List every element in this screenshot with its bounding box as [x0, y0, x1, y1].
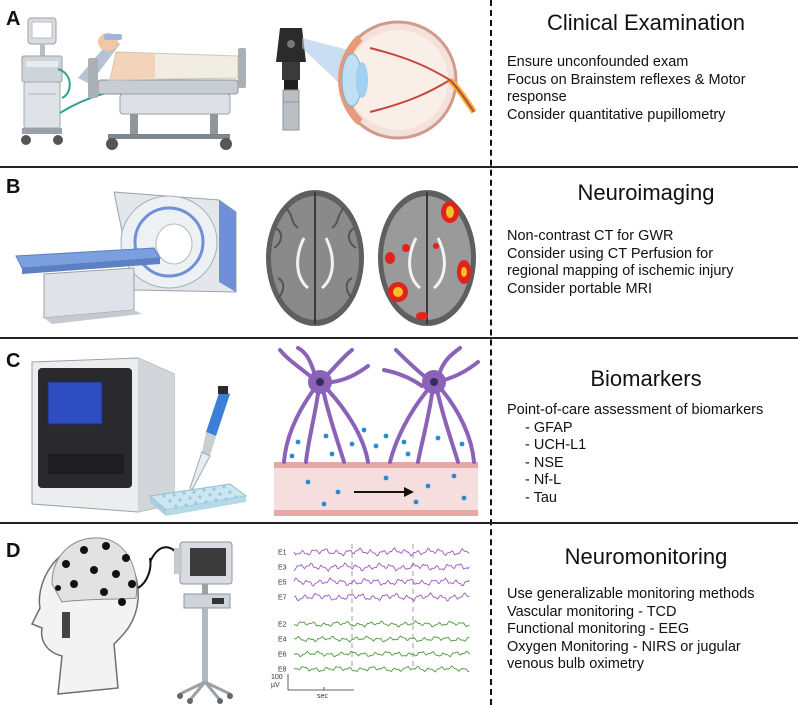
biomarker-item: - NSE — [525, 454, 564, 471]
eeg-trace — [293, 620, 470, 628]
text-line: Consider quantitative pupillometry — [507, 106, 726, 123]
well-plate-icon — [148, 483, 248, 516]
eeg-trace — [293, 561, 470, 572]
eye-cross-section-icon — [302, 20, 477, 140]
panel-letter: D — [6, 540, 21, 562]
eeg-trace — [293, 650, 470, 658]
text-line: Oxygen Monitoring - NIRS or jugular — [507, 638, 741, 655]
eeg-time-unit: sec — [317, 693, 328, 700]
biomarker-item: - Tau — [525, 489, 557, 506]
text-line: Consider portable MRI — [507, 280, 653, 297]
biomarker-item: - UCH-L1 — [525, 437, 587, 453]
eeg-trace — [293, 635, 470, 643]
eeg-channel-label: E7 — [278, 595, 287, 602]
text-line: Consider using CT Perfusion for — [507, 245, 714, 262]
panel-title: Biomarkers — [590, 366, 702, 391]
brain-axial-slice-lesions-icon — [378, 190, 476, 326]
monitor-stand-icon — [149, 541, 233, 704]
panel-text: Non-contrast CT for GWR Consider using C… — [507, 228, 733, 298]
vertical-divider — [490, 0, 492, 705]
text-line: Point-of-care assessment of biomarkers — [507, 402, 764, 418]
panel-letter: B — [6, 176, 21, 198]
eeg-channel-label: E5 — [278, 580, 287, 587]
text-line: Ensure unconfounded exam — [507, 54, 689, 70]
ct-scanner-icon — [15, 191, 237, 324]
panel-title: Clinical Examination — [546, 10, 746, 35]
eeg-channel-label: E1 — [278, 550, 287, 557]
text-line: venous bulb oximetry — [507, 656, 645, 672]
eeg-trace — [293, 547, 470, 557]
text-line: Functional monitoring - EEG — [507, 621, 690, 637]
panel-separator — [0, 522, 798, 524]
eeg-channel-label: E6 — [278, 652, 287, 659]
eeg-channel-label: E4 — [278, 637, 287, 644]
eeg-channel-label: E2 — [278, 622, 287, 629]
text-line: Non-contrast CT for GWR — [507, 228, 674, 244]
astrocyte-vessel-icon — [274, 346, 480, 516]
brain-axial-slice-icon — [266, 190, 364, 326]
eeg-trace — [293, 577, 470, 587]
panel-separator — [0, 337, 798, 339]
panel-text: Point-of-care assessment of biomarkers -… — [507, 402, 763, 507]
panel-text: Use generalizable monitoring methods Vas… — [507, 586, 754, 674]
hospital-bed-patient-icon — [59, 33, 246, 150]
biomarker-item: - GFAP — [525, 419, 573, 436]
panel-text: Ensure unconfounded exam Focus on Brains… — [507, 54, 746, 124]
lab-analyzer-icon — [31, 357, 175, 513]
eeg-scale-unit: µV — [271, 682, 280, 689]
text-line: Use generalizable monitoring methods — [507, 586, 755, 602]
panel-letter: A — [6, 8, 21, 30]
text-line: Vascular monitoring - TCD — [507, 603, 677, 620]
biomarker-item: - Nf-L — [525, 472, 562, 488]
eeg-channel-label: E8 — [278, 667, 287, 674]
text-line: regional mapping of ischemic injury — [507, 263, 734, 279]
text-line: Focus on Brainstem reflexes & Motor — [507, 71, 746, 88]
panel-title: Neuromonitoring — [564, 544, 728, 569]
pipette-icon — [189, 386, 230, 491]
eeg-trace — [293, 665, 470, 673]
panel-separator — [0, 166, 798, 168]
ophthalmoscope-icon — [276, 28, 306, 131]
eeg-trace — [293, 591, 470, 602]
eeg-scale-value: 100 — [271, 674, 283, 681]
eeg-cap-head-icon — [30, 537, 152, 695]
ventilator-icon — [21, 17, 71, 145]
panel-letter: C — [6, 350, 21, 372]
text-line: response — [507, 89, 567, 105]
panel-title: Neuroimaging — [577, 180, 715, 205]
eeg-channel-label: E3 — [278, 565, 287, 572]
